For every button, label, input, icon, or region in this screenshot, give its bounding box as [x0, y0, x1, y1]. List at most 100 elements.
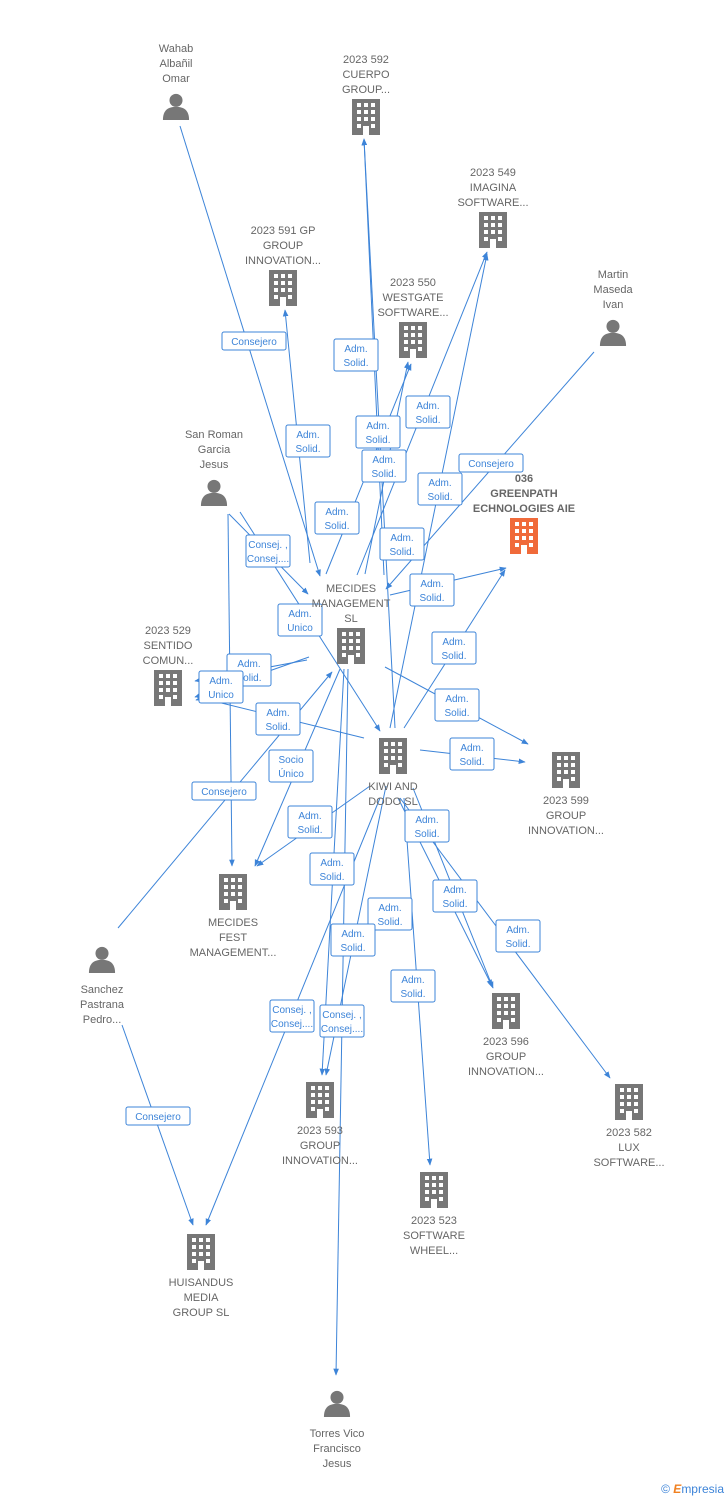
edge-label-text: Solid. — [505, 939, 530, 950]
node-label: INNOVATION... — [468, 1066, 544, 1078]
edge-label-text: Adm. — [344, 344, 367, 355]
edge-label[interactable]: Adm.Solid. — [390, 969, 436, 1003]
node-label: Sanchez — [81, 984, 124, 996]
edge-label[interactable]: Adm.Solid. — [409, 573, 455, 607]
node-label: San Roman — [185, 429, 243, 441]
edge-label-text: Adm. — [416, 401, 439, 412]
edge-label[interactable]: Adm. Solid. — [333, 338, 379, 372]
node-label: 2023 599 — [543, 795, 589, 807]
edge-label-box — [355, 415, 401, 449]
edge-label[interactable]: Consejero — [125, 1106, 191, 1126]
node-sanchez[interactable]: SanchezPastranaPedro... — [80, 946, 125, 1026]
node-label: SOFTWARE... — [377, 307, 448, 319]
edge-label[interactable]: Adm.Unico — [198, 670, 244, 704]
node-c591[interactable]: 2023 591 GPGROUPINNOVATION... — [245, 225, 321, 306]
edge-label[interactable]: Adm.Solid. — [379, 527, 425, 561]
edge-label-text: Adm. — [320, 858, 343, 869]
edge-label-text: Adm. — [428, 478, 451, 489]
edge-label-text: Solid. — [324, 521, 349, 532]
edge-label[interactable]: Adm.Solid. — [330, 923, 376, 957]
edge-label[interactable]: Adm.Solid. — [361, 449, 407, 483]
node-c599[interactable]: 2023 599GROUPINNOVATION... — [528, 752, 604, 837]
node-label: 2023 592 — [343, 54, 389, 66]
edge-label[interactable]: Consej. ,Consej.... — [245, 534, 291, 568]
node-mfest[interactable]: MECIDESFESTMANAGEMENT... — [190, 874, 277, 959]
node-label: Wahab — [159, 43, 193, 55]
node-c529[interactable]: 2023 529SENTIDOCOMUN... — [143, 625, 194, 706]
node-label: GROUP — [546, 810, 586, 822]
edge-label-text: Adm. — [378, 903, 401, 914]
edge-label[interactable]: Adm.Solid. — [405, 395, 451, 429]
node-c596[interactable]: 2023 596GROUPINNOVATION... — [468, 993, 544, 1078]
edge-label[interactable]: Consej. ,Consej.... — [319, 1004, 365, 1038]
edge-label[interactable]: Adm.Solid. — [309, 852, 355, 886]
edge-label[interactable]: Consej. ,Consej.... — [269, 999, 315, 1033]
node-c593[interactable]: 2023 593GROUPINNOVATION... — [282, 1082, 358, 1167]
empresia-watermark[interactable]: © Empresia — [661, 1482, 724, 1496]
edge-label-text: Adm. — [443, 885, 466, 896]
edge-label-text: Consejero — [201, 787, 247, 798]
edge-label-box — [495, 919, 541, 953]
edge-label-text: Adm. — [296, 430, 319, 441]
edge-label-text: Adm. — [298, 811, 321, 822]
person-icon — [599, 319, 627, 346]
edge-label-text: Consej.... — [321, 1024, 363, 1035]
node-label: Jesus — [323, 1458, 352, 1470]
edge-label[interactable]: Consejero — [191, 781, 257, 801]
edge-label[interactable]: Adm.Solid. — [432, 879, 478, 913]
person-icon — [200, 479, 228, 506]
edge-label[interactable]: Adm.Solid. — [404, 809, 450, 843]
edge-label-text: Solid. — [389, 547, 414, 558]
edge-label[interactable]: Adm.Solid. — [449, 737, 495, 771]
edge-label[interactable]: Consejero — [458, 453, 524, 473]
edge-label-text: Socio — [278, 755, 303, 766]
node-label: Pastrana — [80, 999, 125, 1011]
edge-label[interactable]: Adm.Solid. — [287, 805, 333, 839]
node-label: INNOVATION... — [282, 1155, 358, 1167]
edge-label-text: Solid. — [265, 722, 290, 733]
edge-label[interactable]: Adm.Solid. — [431, 631, 477, 665]
edge-label[interactable]: Adm.Solid. — [367, 897, 413, 931]
edge-label-text: Solid. — [419, 593, 444, 604]
node-c549[interactable]: 2023 549IMAGINASOFTWARE... — [457, 167, 529, 248]
edge-label-box — [277, 603, 323, 637]
node-label: GROUP — [300, 1140, 340, 1152]
node-c523[interactable]: 2023 523SOFTWAREWHEEL... — [403, 1172, 465, 1257]
building-icon — [337, 628, 365, 664]
edge-label-box — [390, 969, 436, 1003]
edge-label[interactable]: Adm.Solid. — [355, 415, 401, 449]
edge-label[interactable]: Adm.Solid. — [434, 688, 480, 722]
edge-label-box — [314, 501, 360, 535]
node-c592[interactable]: 2023 592CUERPOGROUP... — [342, 54, 390, 135]
edge-label-text: Solid. — [427, 492, 452, 503]
node-label: GROUP — [263, 240, 303, 252]
building-icon — [379, 738, 407, 774]
edge-label[interactable]: Consejero — [221, 331, 287, 351]
node-label: Torres Vico — [310, 1428, 365, 1440]
person-icon — [323, 1390, 351, 1417]
edge-label-text: Solid. — [343, 358, 368, 369]
edge-label[interactable]: Adm.Solid. — [495, 919, 541, 953]
edge-label-box — [432, 879, 478, 913]
edge-label-box — [379, 527, 425, 561]
edge-label[interactable]: Adm.Solid. — [314, 501, 360, 535]
node-label: Martin — [598, 269, 629, 281]
edge-label[interactable]: Adm.Solid. — [255, 702, 301, 736]
node-c582[interactable]: 2023 582LUXSOFTWARE... — [593, 1084, 665, 1169]
edge-label[interactable]: Adm.Solid. — [285, 424, 331, 458]
edge-label[interactable]: Adm. Solid. — [417, 472, 463, 506]
node-c550[interactable]: 2023 550WESTGATESOFTWARE... — [377, 277, 449, 358]
building-icon — [552, 752, 580, 788]
edge-label-text: Adm. — [442, 637, 465, 648]
edge-label[interactable]: Adm.Unico — [277, 603, 323, 637]
